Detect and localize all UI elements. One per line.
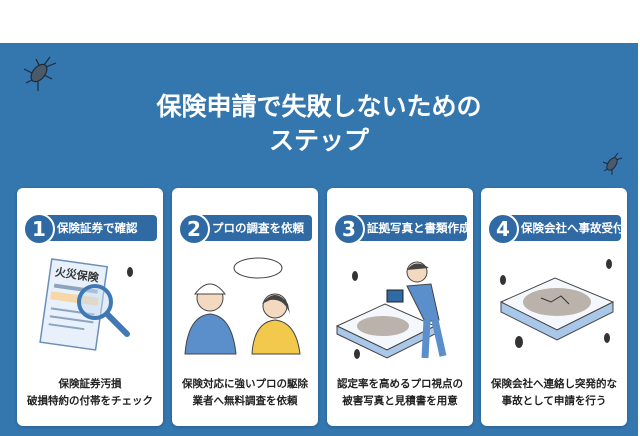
photographing-mattress-illustration	[335, 261, 447, 359]
step-card-4: 4 保険会社へ事故受付 保険会社へ連絡し突発的な 事故として申請を行う	[481, 188, 627, 426]
insurance-document-illustration: 火災保険	[39, 258, 133, 351]
desc-line-1: 保険対応に強いプロの駆除	[182, 378, 308, 390]
desc-line-2: 被害写真と見積書を用意	[342, 395, 458, 407]
step-description: 認定率を高めるプロ視点の 被害写真と見積書を用意	[327, 376, 473, 410]
desc-line-2: 事故として申請を行う	[501, 395, 607, 407]
worker-customer-illustration	[184, 257, 301, 355]
desc-line-2: 破損特約の付帯をチェック	[27, 395, 153, 407]
cockroach-icon	[23, 56, 57, 91]
step-number: 1	[23, 213, 55, 245]
step-label: プロの調査を依頼	[212, 221, 304, 235]
desc-line-1: 保険会社へ連絡し突発的な	[491, 378, 617, 390]
title-line-2: ステップ	[268, 126, 369, 155]
step-badge: 1 保険証券で確認	[23, 213, 157, 245]
step-label: 保険証券で確認	[57, 221, 138, 235]
step-number: 3	[333, 213, 365, 245]
step-description: 保険証券汚損 破損特約の付帯をチェック	[17, 376, 163, 410]
desc-line-2: 業者へ無料調査を依頼	[192, 395, 298, 407]
step-badge: 4 保険会社へ事故受付	[487, 213, 625, 245]
title-line-1: 保険申請で失敗しないための	[156, 92, 482, 121]
step-card-2: 2 プロの調査を依頼 保険対応に強いプロの駆除 業者へ無料調査を依頼	[172, 188, 318, 426]
step-badge: 3 証拠写真と書類作成	[333, 213, 471, 245]
step-card-3: 3 証拠写真と書類作成 認定率を高めるプロ視点の 被害写真と見積書を用意	[327, 188, 473, 426]
desc-line-1: 保険証券汚損	[58, 378, 122, 390]
page-title: 保険申請で失敗しないための ステップ	[0, 90, 638, 158]
svg-text:火災保険: 火災保険	[54, 265, 101, 285]
step-label: 証拠写真と書類作成	[367, 221, 471, 235]
step-card-1: 1 保険証券で確認 火災保険 保険証券汚損 破損特約の付帯をチェック	[17, 188, 163, 426]
step-label: 保険会社へ事故受付	[521, 221, 625, 235]
step-description: 保険対応に強いプロの駆除 業者へ無料調査を依頼	[172, 376, 318, 410]
step-number: 2	[178, 213, 210, 245]
desc-line-1: 認定率を高めるプロ視点の	[337, 378, 463, 390]
step-number: 4	[487, 213, 519, 245]
cockroach-icon	[602, 152, 623, 175]
damaged-mattress-illustration	[499, 259, 615, 348]
step-badge: 2 プロの調査を依頼	[178, 213, 312, 245]
step-description: 保険会社へ連絡し突発的な 事故として申請を行う	[481, 376, 627, 410]
